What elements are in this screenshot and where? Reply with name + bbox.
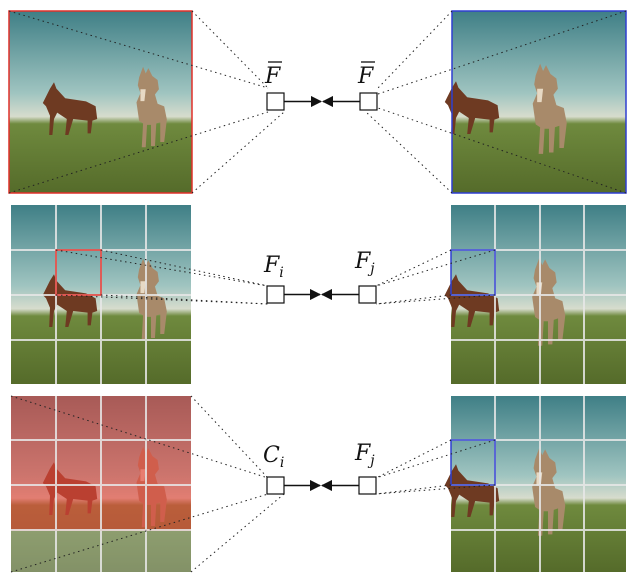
label-r2-left: Fi <box>263 253 284 281</box>
patch-j-highlight <box>450 249 496 296</box>
row1-right-image <box>444 10 627 194</box>
row2-left-image <box>11 205 191 384</box>
projection-lines <box>8 10 627 194</box>
grid-overlay <box>11 396 191 572</box>
right-crop-box <box>451 10 627 194</box>
feature-box-left <box>266 476 285 495</box>
feature-box-right <box>358 285 377 304</box>
label-r3-left: Ci <box>263 443 284 471</box>
left-crop-box <box>8 10 193 194</box>
row1-left-image <box>8 10 193 194</box>
label-r1-right: F <box>357 64 374 89</box>
feature-box-left <box>266 92 285 111</box>
feature-box-right <box>359 92 378 111</box>
patch-i-highlight <box>55 249 102 296</box>
row3-left-image <box>11 396 191 572</box>
projection-lines <box>10 395 496 573</box>
projection-lines <box>55 249 496 305</box>
feature-box-left <box>266 285 285 304</box>
label-r1-left: F <box>264 64 281 89</box>
row2-right-image <box>444 205 626 384</box>
feature-box-right <box>358 476 377 495</box>
label-r2-right: Fj <box>354 249 375 277</box>
label-r3-right: Fj <box>354 441 375 469</box>
row3-right-image <box>444 396 626 572</box>
patch-j-highlight <box>450 439 496 486</box>
